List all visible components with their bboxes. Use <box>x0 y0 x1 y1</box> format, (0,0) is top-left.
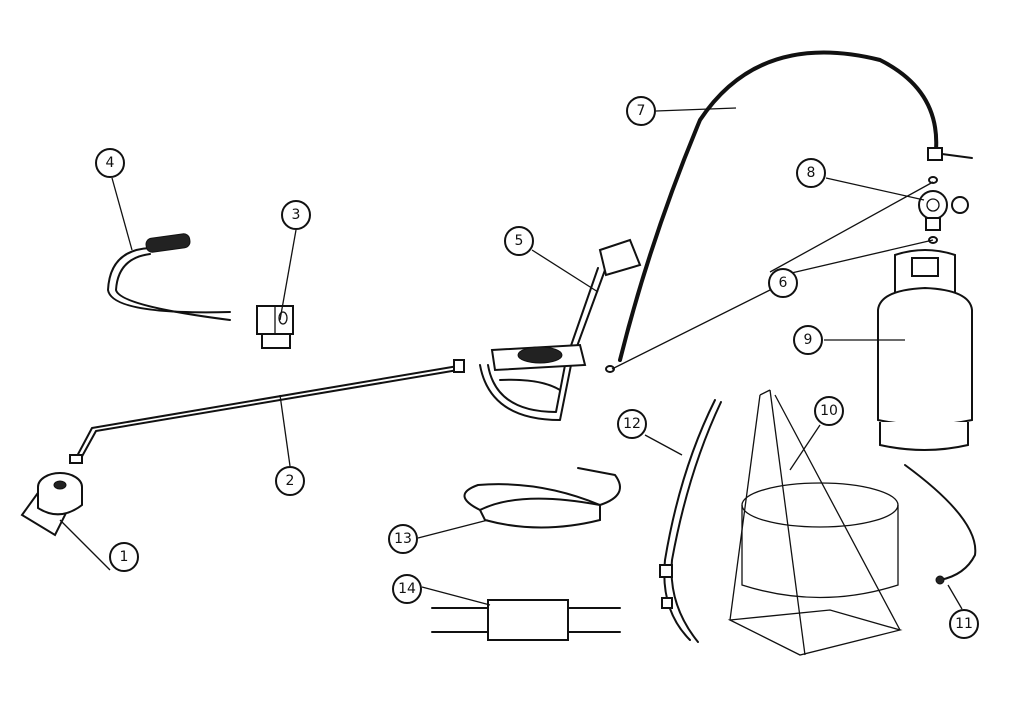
part-13-back-pad <box>463 467 621 529</box>
part-9-gas-cylinder <box>877 249 973 451</box>
part-1-burner-head <box>20 472 83 537</box>
svg-text:4: 4 <box>106 155 115 171</box>
callout-11: 11 <box>949 609 979 639</box>
part-7-hose <box>618 50 973 362</box>
callout-9: 9 <box>793 325 823 355</box>
callout-5: 5 <box>504 226 534 256</box>
callout-2: 2 <box>275 466 305 496</box>
svg-text:9: 9 <box>804 332 813 348</box>
callout-14: 14 <box>392 574 422 604</box>
callout-4: 4 <box>95 148 125 178</box>
part-4-handle <box>107 233 231 321</box>
callout-8: 8 <box>796 158 826 188</box>
part-14-belt <box>431 599 621 641</box>
part-10-stand <box>727 389 903 656</box>
part-3-fitting <box>256 305 294 349</box>
svg-text:5: 5 <box>515 233 524 249</box>
svg-text:6: 6 <box>779 275 788 291</box>
svg-text:10: 10 <box>820 403 838 419</box>
part-2-lance-tube <box>69 359 465 464</box>
part-12-strap <box>659 399 722 643</box>
part-8-regulator <box>918 190 969 231</box>
svg-text:8: 8 <box>807 165 816 181</box>
svg-text:12: 12 <box>623 416 641 432</box>
svg-text:14: 14 <box>398 581 416 597</box>
svg-text:3: 3 <box>292 207 301 223</box>
callout-13: 13 <box>388 524 418 554</box>
svg-text:7: 7 <box>637 103 646 119</box>
svg-text:13: 13 <box>394 531 412 547</box>
part-6-seals <box>605 176 938 373</box>
callout-12: 12 <box>617 409 647 439</box>
part-11-short-hose <box>904 464 977 585</box>
callout-10: 10 <box>814 396 844 426</box>
callout-3: 3 <box>281 200 311 230</box>
callout-6: 6 <box>768 268 798 298</box>
svg-text:1: 1 <box>120 549 129 565</box>
part-5-valve-lever <box>479 238 642 421</box>
callout-7: 7 <box>626 96 656 126</box>
leader-lines <box>59 107 963 610</box>
svg-text:2: 2 <box>286 473 295 489</box>
svg-text:11: 11 <box>955 616 973 632</box>
callout-1: 1 <box>109 542 139 572</box>
